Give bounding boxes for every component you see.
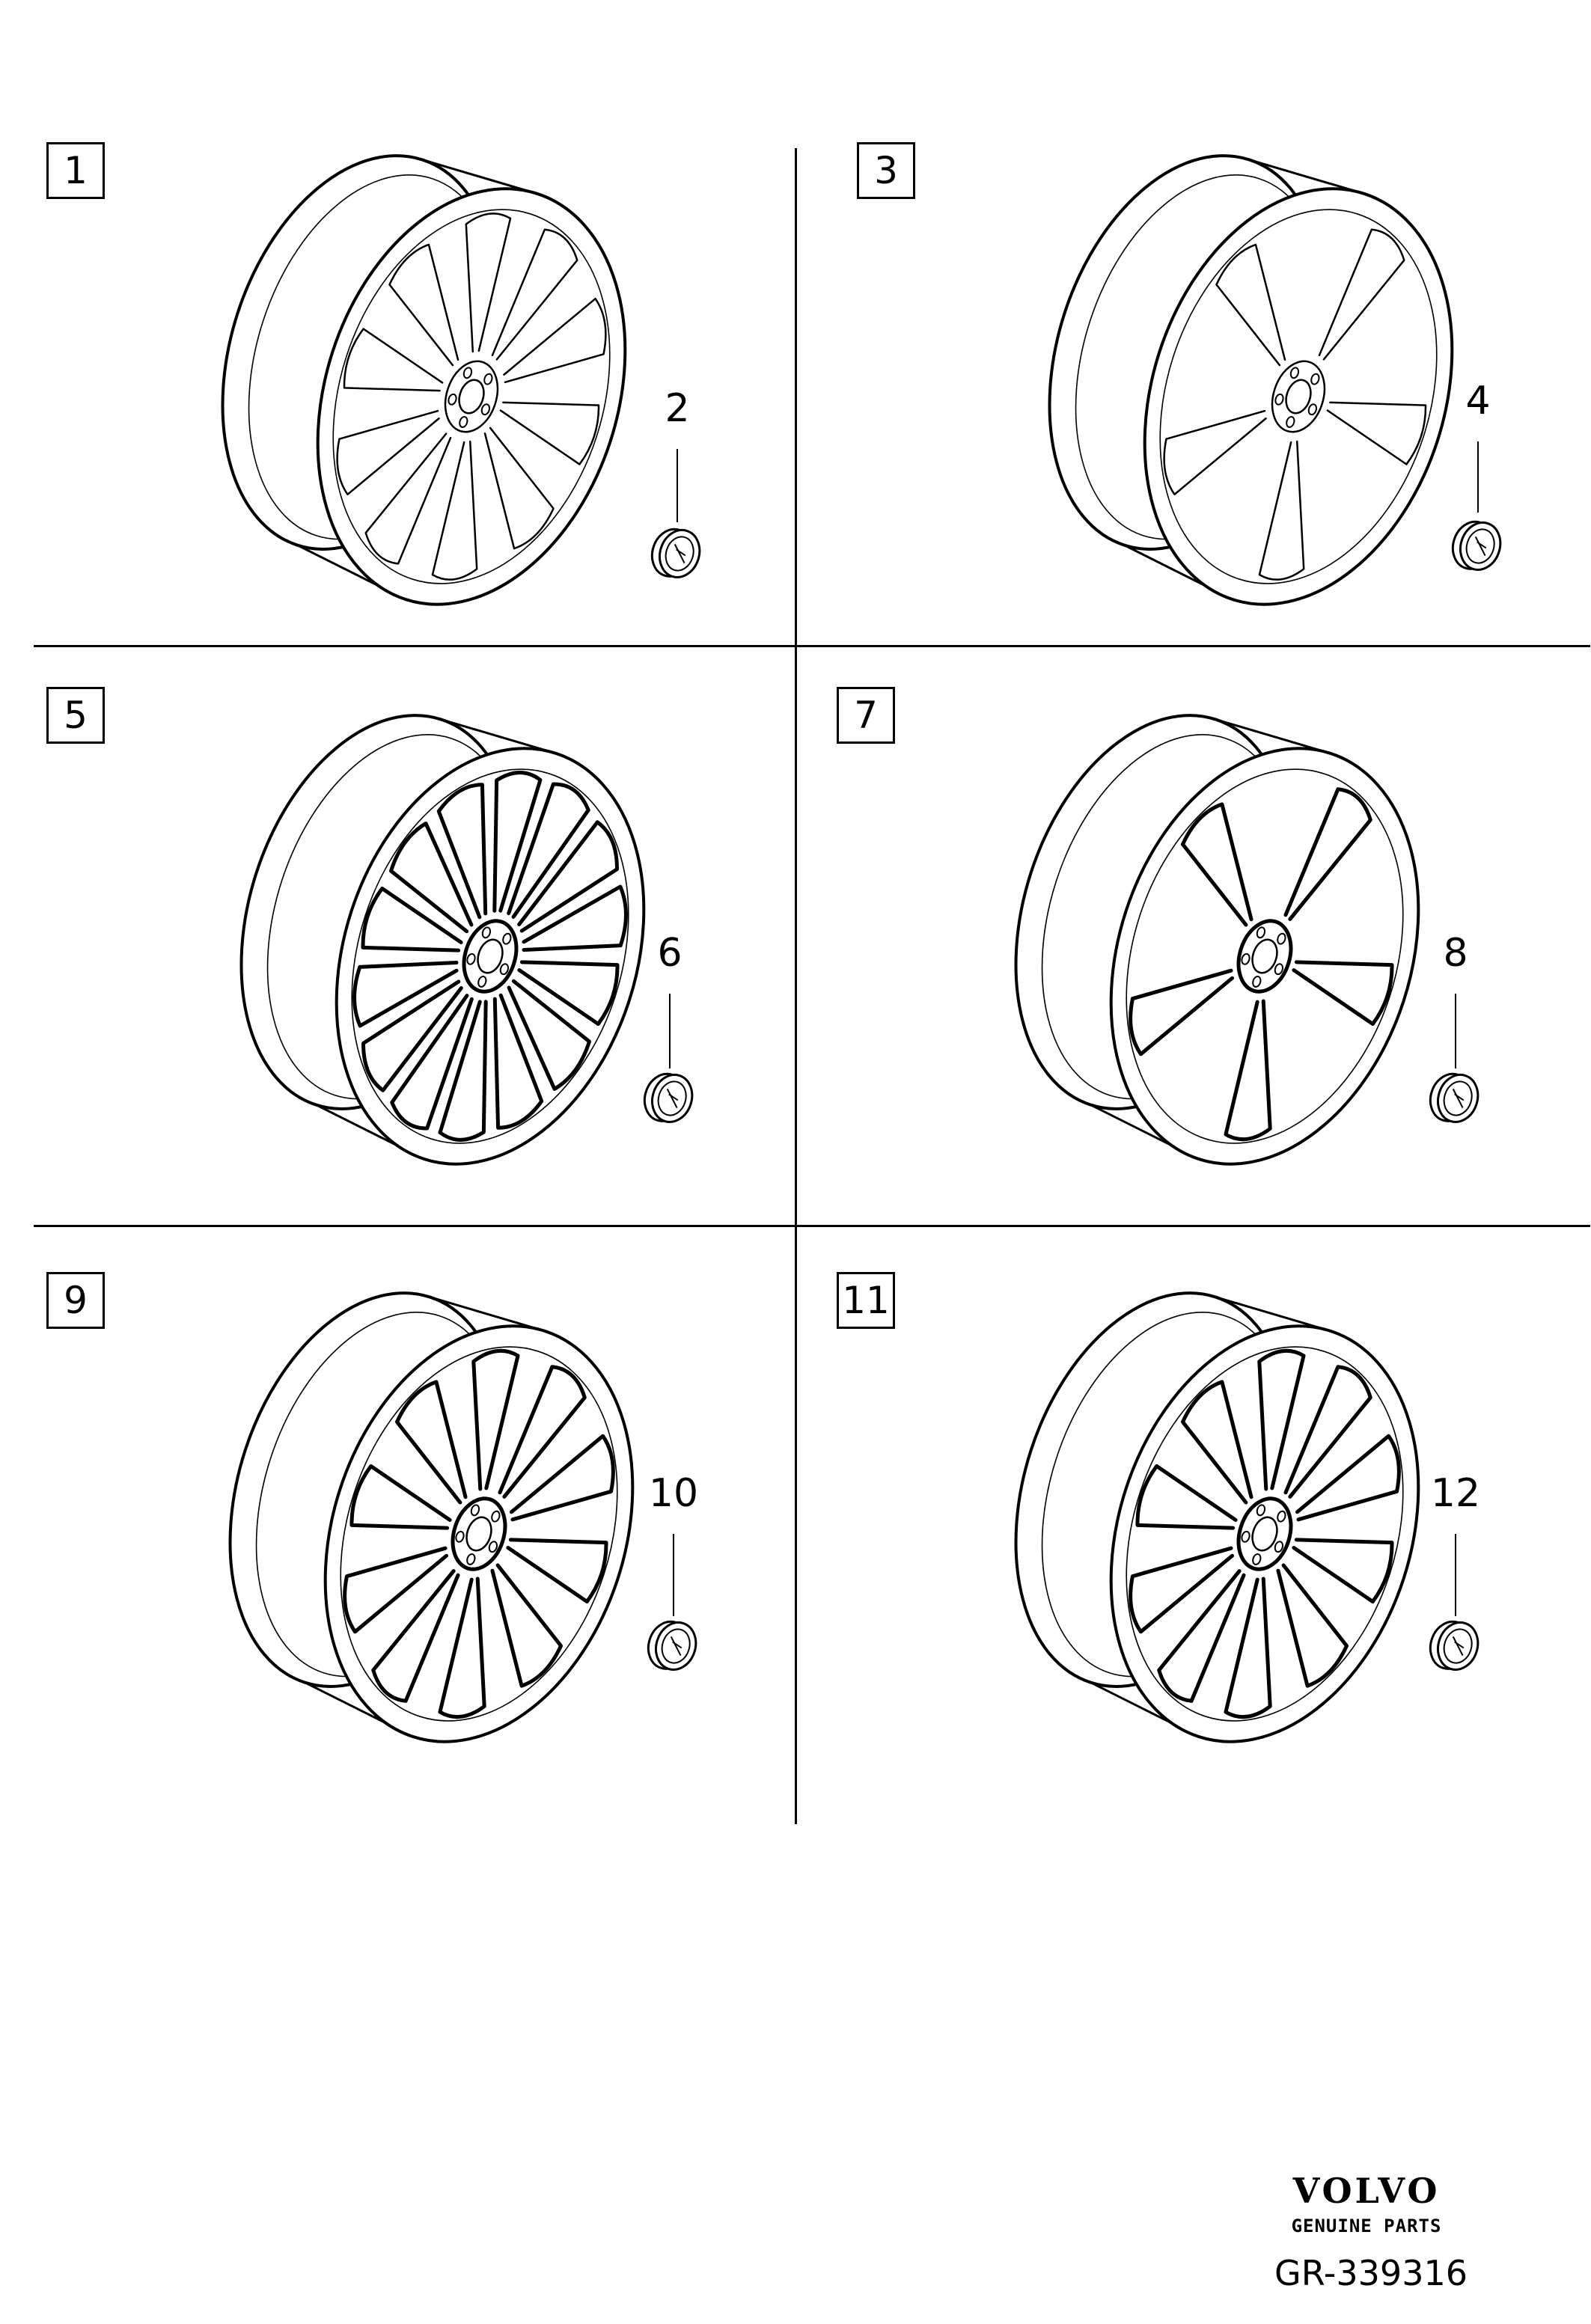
wheel-number-box: 7 [837, 687, 895, 744]
wheel-number-box: 11 [837, 1272, 895, 1329]
cap-leader-line [1455, 994, 1456, 1068]
cap-number: 12 [1430, 1471, 1481, 1516]
horizontal-divider-top [34, 645, 1590, 647]
cap-number: 6 [657, 931, 682, 976]
diagram-reference: GR-339316 [1274, 2253, 1468, 2293]
cap-leader-line [669, 994, 671, 1068]
cap-number: 8 [1443, 931, 1468, 976]
brand-name: VOLVO [1292, 2171, 1441, 2211]
center-cap-icon [650, 528, 701, 578]
vertical-divider [795, 148, 797, 1824]
panel-wheel-9: 9 10 [30, 1272, 801, 1818]
wheel-number-box: 9 [46, 1272, 105, 1329]
center-cap-icon [1451, 520, 1502, 571]
cap-leader-line [1477, 441, 1479, 513]
panel-wheel-7: 7 8 [816, 687, 1587, 1233]
cap-number: 4 [1465, 379, 1491, 423]
volvo-logo: VOLVO GENUINE PARTS [1254, 2174, 1479, 2236]
cap-leader-line [673, 1534, 674, 1616]
cap-leader-line [1455, 1534, 1456, 1616]
alloy-wheel-icon [1014, 714, 1420, 1166]
alloy-wheel-icon [1048, 154, 1454, 606]
wheel-number-box: 3 [857, 142, 915, 199]
cap-number: 2 [665, 386, 690, 431]
alloy-wheel-icon [239, 714, 646, 1166]
panel-wheel-3: 3 4 [816, 142, 1587, 688]
alloy-wheel-icon [221, 154, 627, 606]
center-cap-icon [643, 1072, 694, 1123]
panel-wheel-11: 11 12 [816, 1272, 1587, 1818]
cap-leader-line [677, 449, 678, 522]
center-cap-icon [647, 1620, 697, 1671]
panel-wheel-5: 5 6 [30, 687, 801, 1233]
alloy-wheel-icon [1014, 1291, 1420, 1743]
center-cap-icon [1429, 1072, 1479, 1123]
wheel-number-box: 5 [46, 687, 105, 744]
panel-wheel-1: 1 2 [30, 142, 801, 688]
wheel-number-box: 1 [46, 142, 105, 199]
center-cap-icon [1429, 1620, 1479, 1671]
brand-tagline: GENUINE PARTS [1291, 2216, 1442, 2236]
alloy-wheel-icon [228, 1291, 635, 1743]
cap-number: 10 [648, 1471, 699, 1516]
horizontal-divider-bottom [34, 1225, 1590, 1227]
